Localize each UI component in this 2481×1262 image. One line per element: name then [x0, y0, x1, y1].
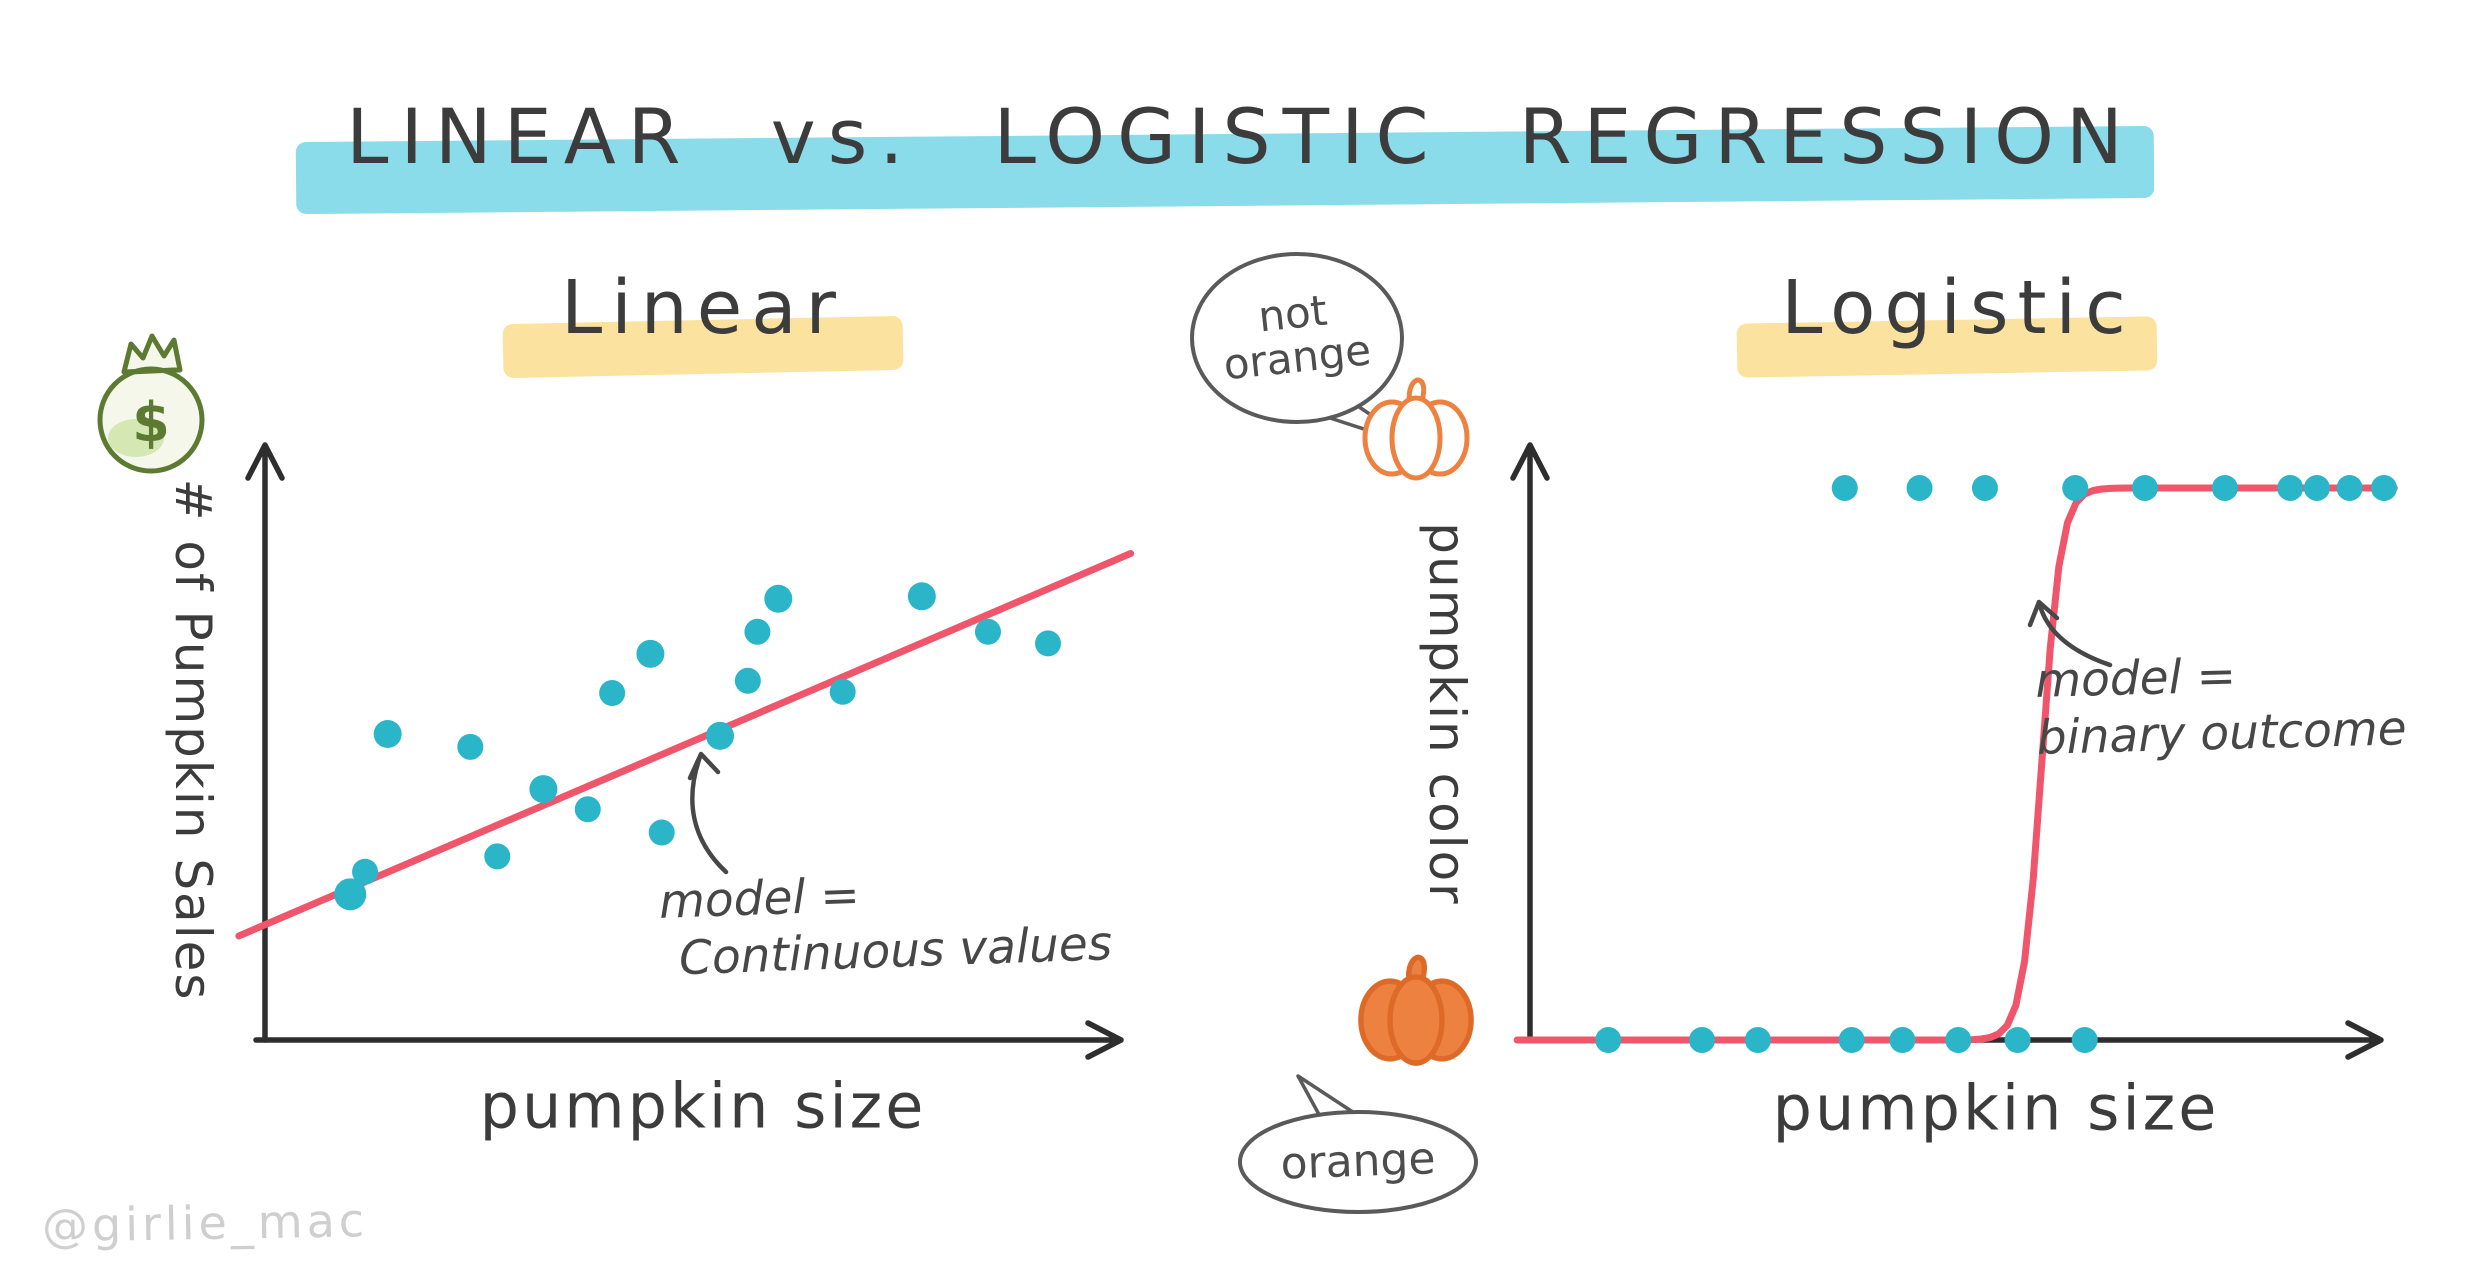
not-orange-bubble-text: not orange — [1217, 284, 1373, 387]
scatter-dot — [2337, 475, 2363, 501]
scatter-dot — [2212, 475, 2238, 501]
scatter-dot — [2371, 475, 2397, 501]
scatter-dot — [2072, 1027, 2098, 1053]
white-pumpkin-lobe-center — [1392, 398, 1440, 478]
scatter-dot — [1832, 475, 1858, 501]
scatter-dot — [352, 859, 378, 885]
linear-heading: Linear — [561, 265, 845, 351]
logistic-scatter-dots — [1595, 475, 2397, 1053]
logistic-annotation-line1: model = — [2035, 643, 2406, 710]
logistic-annotation: model = binary outcome — [2035, 643, 2408, 767]
scatter-dot — [735, 668, 761, 694]
scatter-dot — [529, 775, 557, 803]
linear-annotation-arrow — [690, 754, 726, 872]
scatter-dot — [830, 679, 856, 705]
scatter-dot — [1945, 1027, 1971, 1053]
scatter-dot — [975, 619, 1001, 645]
scatter-dot — [744, 619, 770, 645]
linear-x-axis — [256, 1023, 1121, 1057]
dollar-symbol: $ — [132, 391, 170, 454]
orange-bubble-text: orange — [1280, 1136, 1436, 1188]
scatter-dot — [457, 734, 483, 760]
scatter-dot — [1907, 475, 1933, 501]
logistic-annotation-line2: binary outcome — [2036, 700, 2407, 767]
scatter-dot — [1839, 1027, 1865, 1053]
white-pumpkin-icon — [1365, 380, 1467, 478]
scatter-dot — [908, 582, 936, 610]
scatter-dot — [636, 640, 664, 668]
scatter-dot — [1745, 1027, 1771, 1053]
scatter-dot — [599, 680, 625, 706]
watermark: @girlie_mac — [42, 1193, 369, 1253]
scatter-dot — [1035, 630, 1061, 656]
logistic-y-axis-label: pumpkin color — [1418, 522, 1476, 905]
logistic-sigmoid-curve — [1517, 488, 2394, 1040]
orange-pumpkin-icon — [1361, 957, 1471, 1063]
scatter-dot — [484, 843, 510, 869]
linear-x-axis-label: pumpkin size — [480, 1070, 927, 1143]
logistic-x-axis-label: pumpkin size — [1773, 1072, 2220, 1145]
scatter-dot — [1889, 1027, 1915, 1053]
scatter-dot — [2304, 475, 2330, 501]
scatter-dot — [764, 585, 792, 613]
scatter-dot — [1595, 1027, 1621, 1053]
logistic-y-axis — [1513, 445, 1547, 1040]
scatter-dot — [1689, 1027, 1715, 1053]
linear-y-axis-label: # of Pumpkin Sales — [164, 479, 222, 1002]
logistic-heading: Logistic — [1781, 265, 2135, 351]
scatter-dot — [2062, 475, 2088, 501]
scatter-dot — [706, 722, 734, 750]
scatter-dot — [1972, 475, 1998, 501]
money-bag-tie — [129, 370, 175, 372]
scatter-dot — [575, 796, 601, 822]
money-bag-icon: $ — [100, 336, 202, 471]
page-title: LINEAR vs. LOGISTIC REGRESSION — [0, 92, 2481, 181]
scatter-dot — [2132, 475, 2158, 501]
scatter-dot — [2277, 475, 2303, 501]
scatter-dot — [649, 820, 675, 846]
scatter-dot — [374, 720, 402, 748]
linear-annotation: model = Continuous values — [658, 858, 1113, 988]
scatter-dot — [2005, 1027, 2031, 1053]
orange-pumpkin-lobe-center — [1390, 977, 1442, 1063]
linear-y-axis — [248, 445, 282, 1040]
